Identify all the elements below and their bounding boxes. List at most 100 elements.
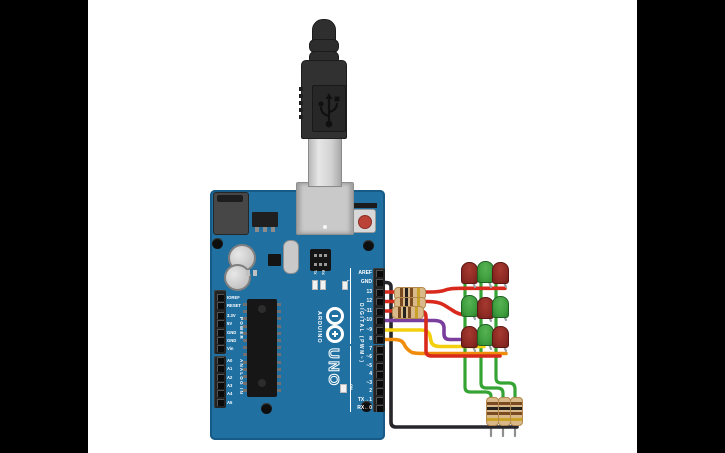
wire-pin9[interactable] xyxy=(375,328,486,349)
chip-leg xyxy=(243,310,247,314)
pin-label-~9: ~9 xyxy=(366,326,372,333)
wire-column-2[interactable] xyxy=(479,278,505,402)
pin-socket-8[interactable] xyxy=(375,336,383,343)
pin-socket-GND[interactable] xyxy=(375,279,383,286)
wire-column-3[interactable] xyxy=(494,278,517,402)
pin-socket-~10[interactable] xyxy=(375,317,383,324)
led-r1c1[interactable] xyxy=(461,262,478,284)
pin-socket-A3[interactable] xyxy=(216,381,224,389)
reset-button[interactable] xyxy=(352,209,376,233)
cable-rib xyxy=(299,115,303,119)
rx-led xyxy=(320,280,326,290)
pin-socket-TX→1[interactable] xyxy=(375,396,383,404)
pin-socket-A0[interactable] xyxy=(216,356,224,364)
resistor-band xyxy=(511,402,522,405)
chip-leg xyxy=(277,317,281,321)
resistor-column-3[interactable] xyxy=(510,397,523,426)
mounting-hole xyxy=(212,238,223,249)
pin-socket-A4[interactable] xyxy=(216,389,224,397)
pin-socket-2[interactable] xyxy=(375,388,383,395)
cable-rib xyxy=(299,87,303,91)
pin-socket-IOREF[interactable] xyxy=(216,293,224,301)
led-r2c3[interactable] xyxy=(492,296,509,318)
resistor-band xyxy=(499,412,510,415)
chip-leg xyxy=(277,353,281,357)
pin-socket-~6[interactable] xyxy=(375,354,383,361)
board-logo-text: ARDUINO xyxy=(316,311,322,344)
led-r2c1[interactable] xyxy=(461,295,478,317)
chip-leg xyxy=(277,375,281,378)
pin-socket-A5[interactable] xyxy=(216,398,224,406)
led-r1c3[interactable] xyxy=(492,262,509,284)
pin-label-5V: 5V xyxy=(227,320,233,326)
mounting-hole xyxy=(261,403,272,414)
wire-pin13[interactable] xyxy=(375,286,507,294)
usb-cable-metal xyxy=(308,135,342,187)
wire-pin8[interactable] xyxy=(375,337,508,356)
pin-socket-~9[interactable] xyxy=(375,326,383,334)
pin-socket-RX←0[interactable] xyxy=(375,404,383,412)
pin-label-A5: A5 xyxy=(227,399,233,405)
wire-column-1[interactable] xyxy=(463,278,493,402)
pin-label-13: 13 xyxy=(366,288,372,295)
pin-socket-A1[interactable] xyxy=(216,364,224,372)
pin-socket-~5[interactable] xyxy=(375,362,383,370)
power-jack-opening xyxy=(217,195,243,202)
wire-gnd[interactable] xyxy=(375,280,519,429)
digital-header-lower[interactable] xyxy=(373,345,385,412)
chip-leg xyxy=(243,339,247,342)
led-r3c3[interactable] xyxy=(492,326,509,348)
usb-connector-body[interactable] xyxy=(299,60,347,139)
pin-socket-RESET[interactable] xyxy=(216,301,224,309)
resistor-band xyxy=(487,402,498,405)
pin-label-A4: A4 xyxy=(227,390,233,396)
voltage-regulator xyxy=(252,212,278,227)
resistor-band xyxy=(487,418,498,421)
tx-label: TX xyxy=(313,270,317,275)
resistor-band xyxy=(499,402,510,405)
pin-socket-A2[interactable] xyxy=(216,373,224,381)
pin-socket-GND[interactable] xyxy=(216,336,224,344)
pin-socket-5V[interactable] xyxy=(216,319,224,327)
chip-leg xyxy=(277,382,281,386)
chip-leg xyxy=(277,389,281,393)
pin-label-~11: ~11 xyxy=(363,307,372,314)
chip-leg xyxy=(243,375,247,378)
resistor-band xyxy=(400,297,403,308)
chip-leg xyxy=(277,303,281,306)
pin-label-RX←0: RX←0 xyxy=(357,404,372,411)
resistor-column-2[interactable] xyxy=(498,397,511,426)
pin-socket-12[interactable] xyxy=(375,298,383,305)
pin-socket-3.3V[interactable] xyxy=(216,311,224,319)
pin-label-A0: A0 xyxy=(227,357,233,363)
pin-socket-Vin[interactable] xyxy=(216,344,224,352)
capacitor xyxy=(224,264,251,291)
pin-label-TX→1: TX→1 xyxy=(357,396,372,403)
chip-leg xyxy=(277,367,281,371)
chip-leg xyxy=(243,367,247,371)
led-r3c1[interactable] xyxy=(461,326,478,348)
pin-socket-~11[interactable] xyxy=(375,307,383,315)
wire-pin10[interactable] xyxy=(375,318,465,342)
resistor-column-1[interactable] xyxy=(486,397,499,426)
pin-label-AREF: AREF xyxy=(358,269,372,276)
pin-socket-AREF[interactable] xyxy=(375,269,383,277)
resistor-band xyxy=(410,297,413,308)
resistor-pin11[interactable] xyxy=(392,306,424,319)
resistor-band xyxy=(487,412,498,415)
pin-socket-GND[interactable] xyxy=(216,328,224,336)
pin-socket-~3[interactable] xyxy=(375,379,383,387)
pin-socket-7[interactable] xyxy=(375,345,383,353)
regulator-leg xyxy=(255,227,259,232)
atmega-chip xyxy=(247,299,277,397)
pin-socket-13[interactable] xyxy=(375,288,383,296)
resistor-band xyxy=(410,288,413,299)
digital-header-upper[interactable] xyxy=(373,268,385,344)
chip-leg xyxy=(243,324,247,328)
cable-rib xyxy=(299,94,303,98)
smd-chip xyxy=(268,254,281,266)
reset-button-cap[interactable] xyxy=(358,215,372,229)
pin-label-12: 12 xyxy=(366,298,372,304)
pin-socket-4[interactable] xyxy=(375,371,383,378)
board-model-text: UNO xyxy=(325,348,343,388)
